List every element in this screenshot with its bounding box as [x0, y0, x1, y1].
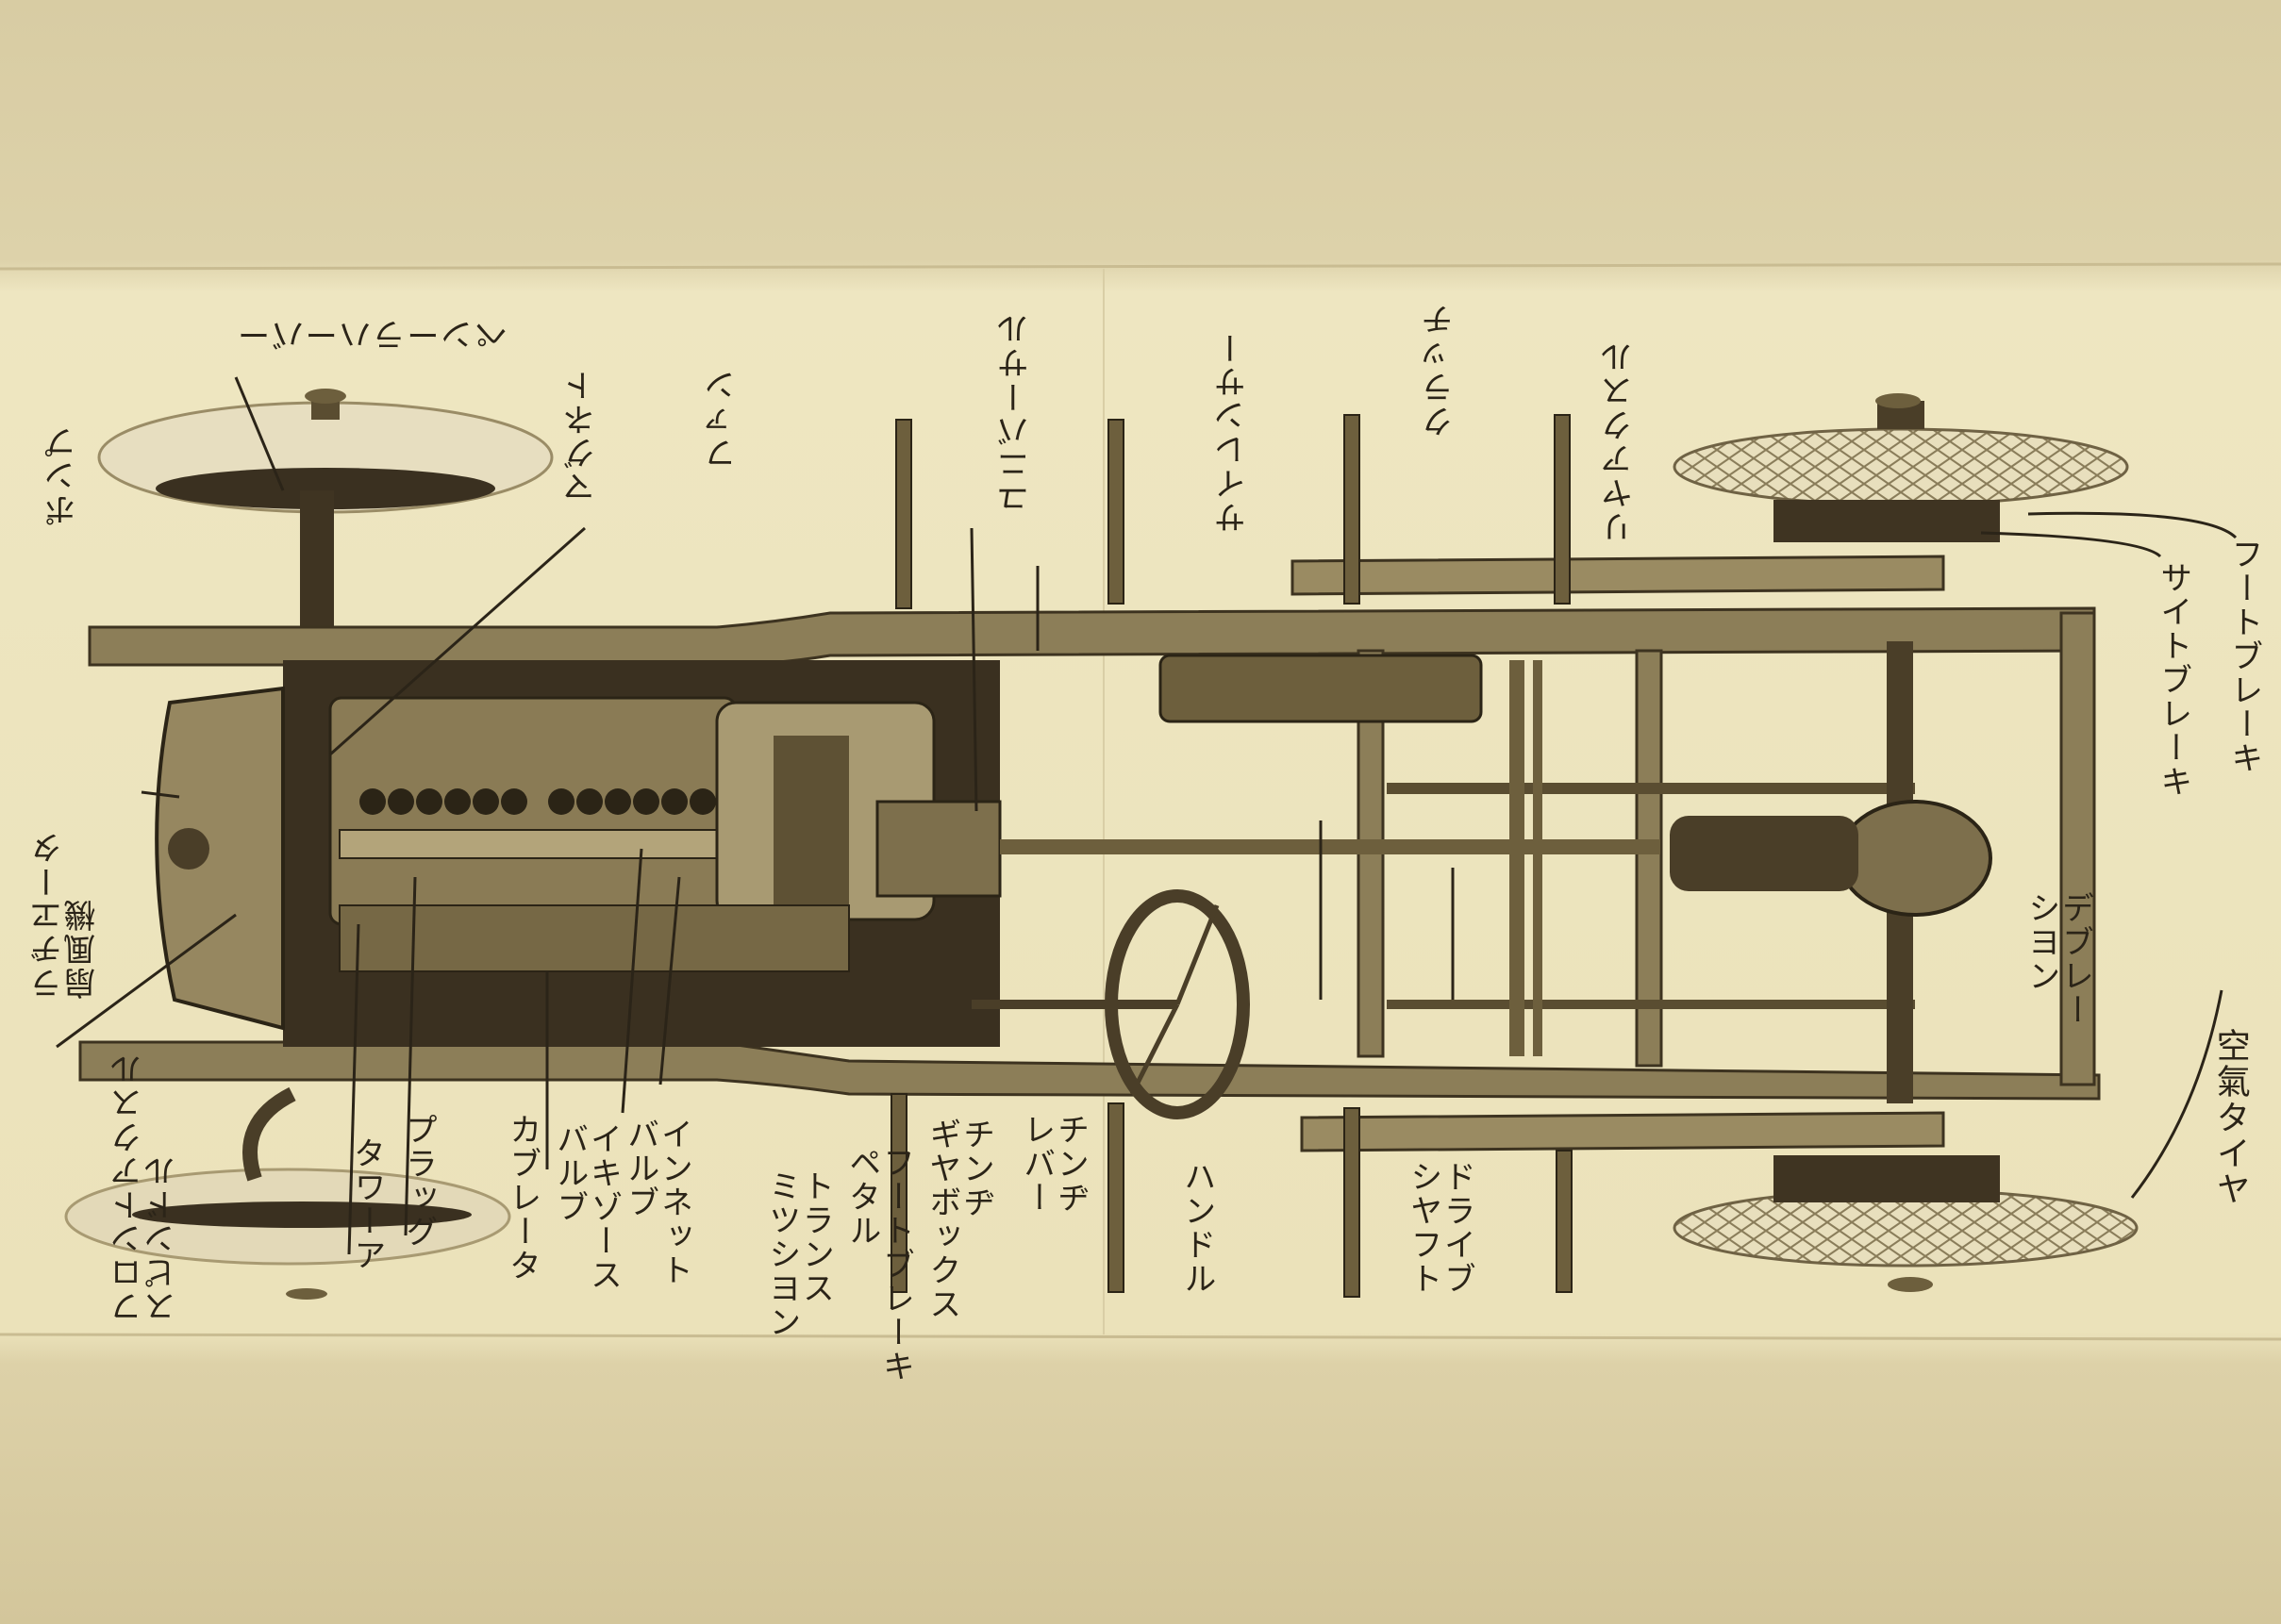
label-change-lever-line2: レバー: [1017, 1113, 1056, 1215]
label-side-brake: サイトブレーキ: [2154, 561, 2192, 799]
label-transmission-line2: ミツシヨン: [762, 1169, 801, 1339]
label-foot-brake-pedal-line1: フートブレーキ: [876, 1146, 915, 1384]
label-transmission-line1: トランス: [796, 1169, 835, 1305]
rear-wheel-bottom: [1673, 1155, 2139, 1292]
label-foot-brake-pedal: フートブレーキペタル: [842, 1146, 915, 1384]
label-steering-note: ペンーラハーバー: [236, 314, 508, 353]
fold-line-top: [0, 262, 2281, 271]
label-exhaust-valve-line2: バルブ: [550, 1122, 589, 1224]
label-radiator: ラヂヱータ扇風機: [30, 830, 102, 1000]
rear-axle: [1509, 641, 1992, 1103]
label-radiator-line2: 扇風機: [63, 898, 102, 1000]
label-carburetor: カブレータ: [503, 1113, 541, 1283]
label-magneto: マグネト: [563, 368, 601, 504]
label-radiator-line1: ラヂヱータ: [30, 830, 68, 1000]
label-pneumatic-tire: 空氣タイヤ: [2210, 1028, 2250, 1207]
label-change-gearbox-line1: チンヂ: [957, 1118, 995, 1219]
label-change-gearbox: チンヂギヤボックス: [923, 1118, 995, 1321]
label-differential: デブレーシヨン: [2022, 891, 2094, 1027]
front-wheel-top: [97, 389, 554, 632]
front-wheel-bottom: [64, 1086, 511, 1300]
label-fan: ファン: [705, 368, 742, 470]
label-transmission: トランスミツシヨン: [762, 1169, 835, 1339]
steering-wheel: [972, 889, 1250, 1119]
label-front-axle-line2: スピンドル: [143, 1153, 182, 1323]
label-drive-shaft-line1: ドライブ: [1438, 1160, 1476, 1296]
chassis-frame: [78, 606, 2101, 1101]
label-differential-line1: デブレー: [2056, 891, 2094, 1027]
label-universal-joint: ユニバーサル: [997, 311, 1035, 515]
label-inlet-valve-line1: インネット: [655, 1118, 693, 1287]
label-plug: プラッグ: [399, 1113, 438, 1249]
label-water: タワーア: [347, 1136, 386, 1272]
label-drive-shaft-line2: シヤフト: [1404, 1160, 1442, 1296]
rear-springs: [1290, 555, 1945, 1152]
label-foot-brake: フートブレーキ: [2224, 538, 2263, 775]
label-rear-axle: リヤアクスル: [1601, 340, 1639, 543]
label-change-lever-line1: チンヂ: [1051, 1113, 1090, 1215]
label-change-lever: チンヂレバー: [1017, 1113, 1090, 1215]
rear-wheel-top: [1673, 393, 2129, 542]
label-exhaust-valve: イキゾースバルブ: [550, 1122, 623, 1292]
label-differential-line2: シヨン: [2022, 891, 2060, 993]
label-inlet-valve-line2: バルブ: [621, 1118, 659, 1219]
radiator: [155, 686, 285, 1031]
label-silencer: サイレンサー: [1214, 330, 1252, 534]
fold-line-bottom: [0, 1333, 2281, 1341]
label-clutch: クラッチ: [1422, 302, 1459, 438]
label-change-gearbox-line2: ギヤボックス: [923, 1118, 961, 1321]
label-front-axle: フロントアクスルスピンドル: [110, 1052, 182, 1323]
label-drive-shaft: ドライブシヤフト: [1404, 1160, 1476, 1296]
label-front-axle-line1: フロントアクスル: [110, 1052, 148, 1323]
label-inlet-valve: インネットバルブ: [621, 1118, 693, 1287]
label-pump: ポンプ: [44, 424, 82, 526]
brackets: [891, 414, 1573, 1298]
label-foot-brake-pedal-line2: ペタル: [842, 1146, 881, 1248]
leader-lines: [56, 376, 2238, 1255]
label-exhaust-valve-line1: イキゾース: [584, 1122, 623, 1292]
label-handle: ハンドル: [1177, 1160, 1216, 1296]
